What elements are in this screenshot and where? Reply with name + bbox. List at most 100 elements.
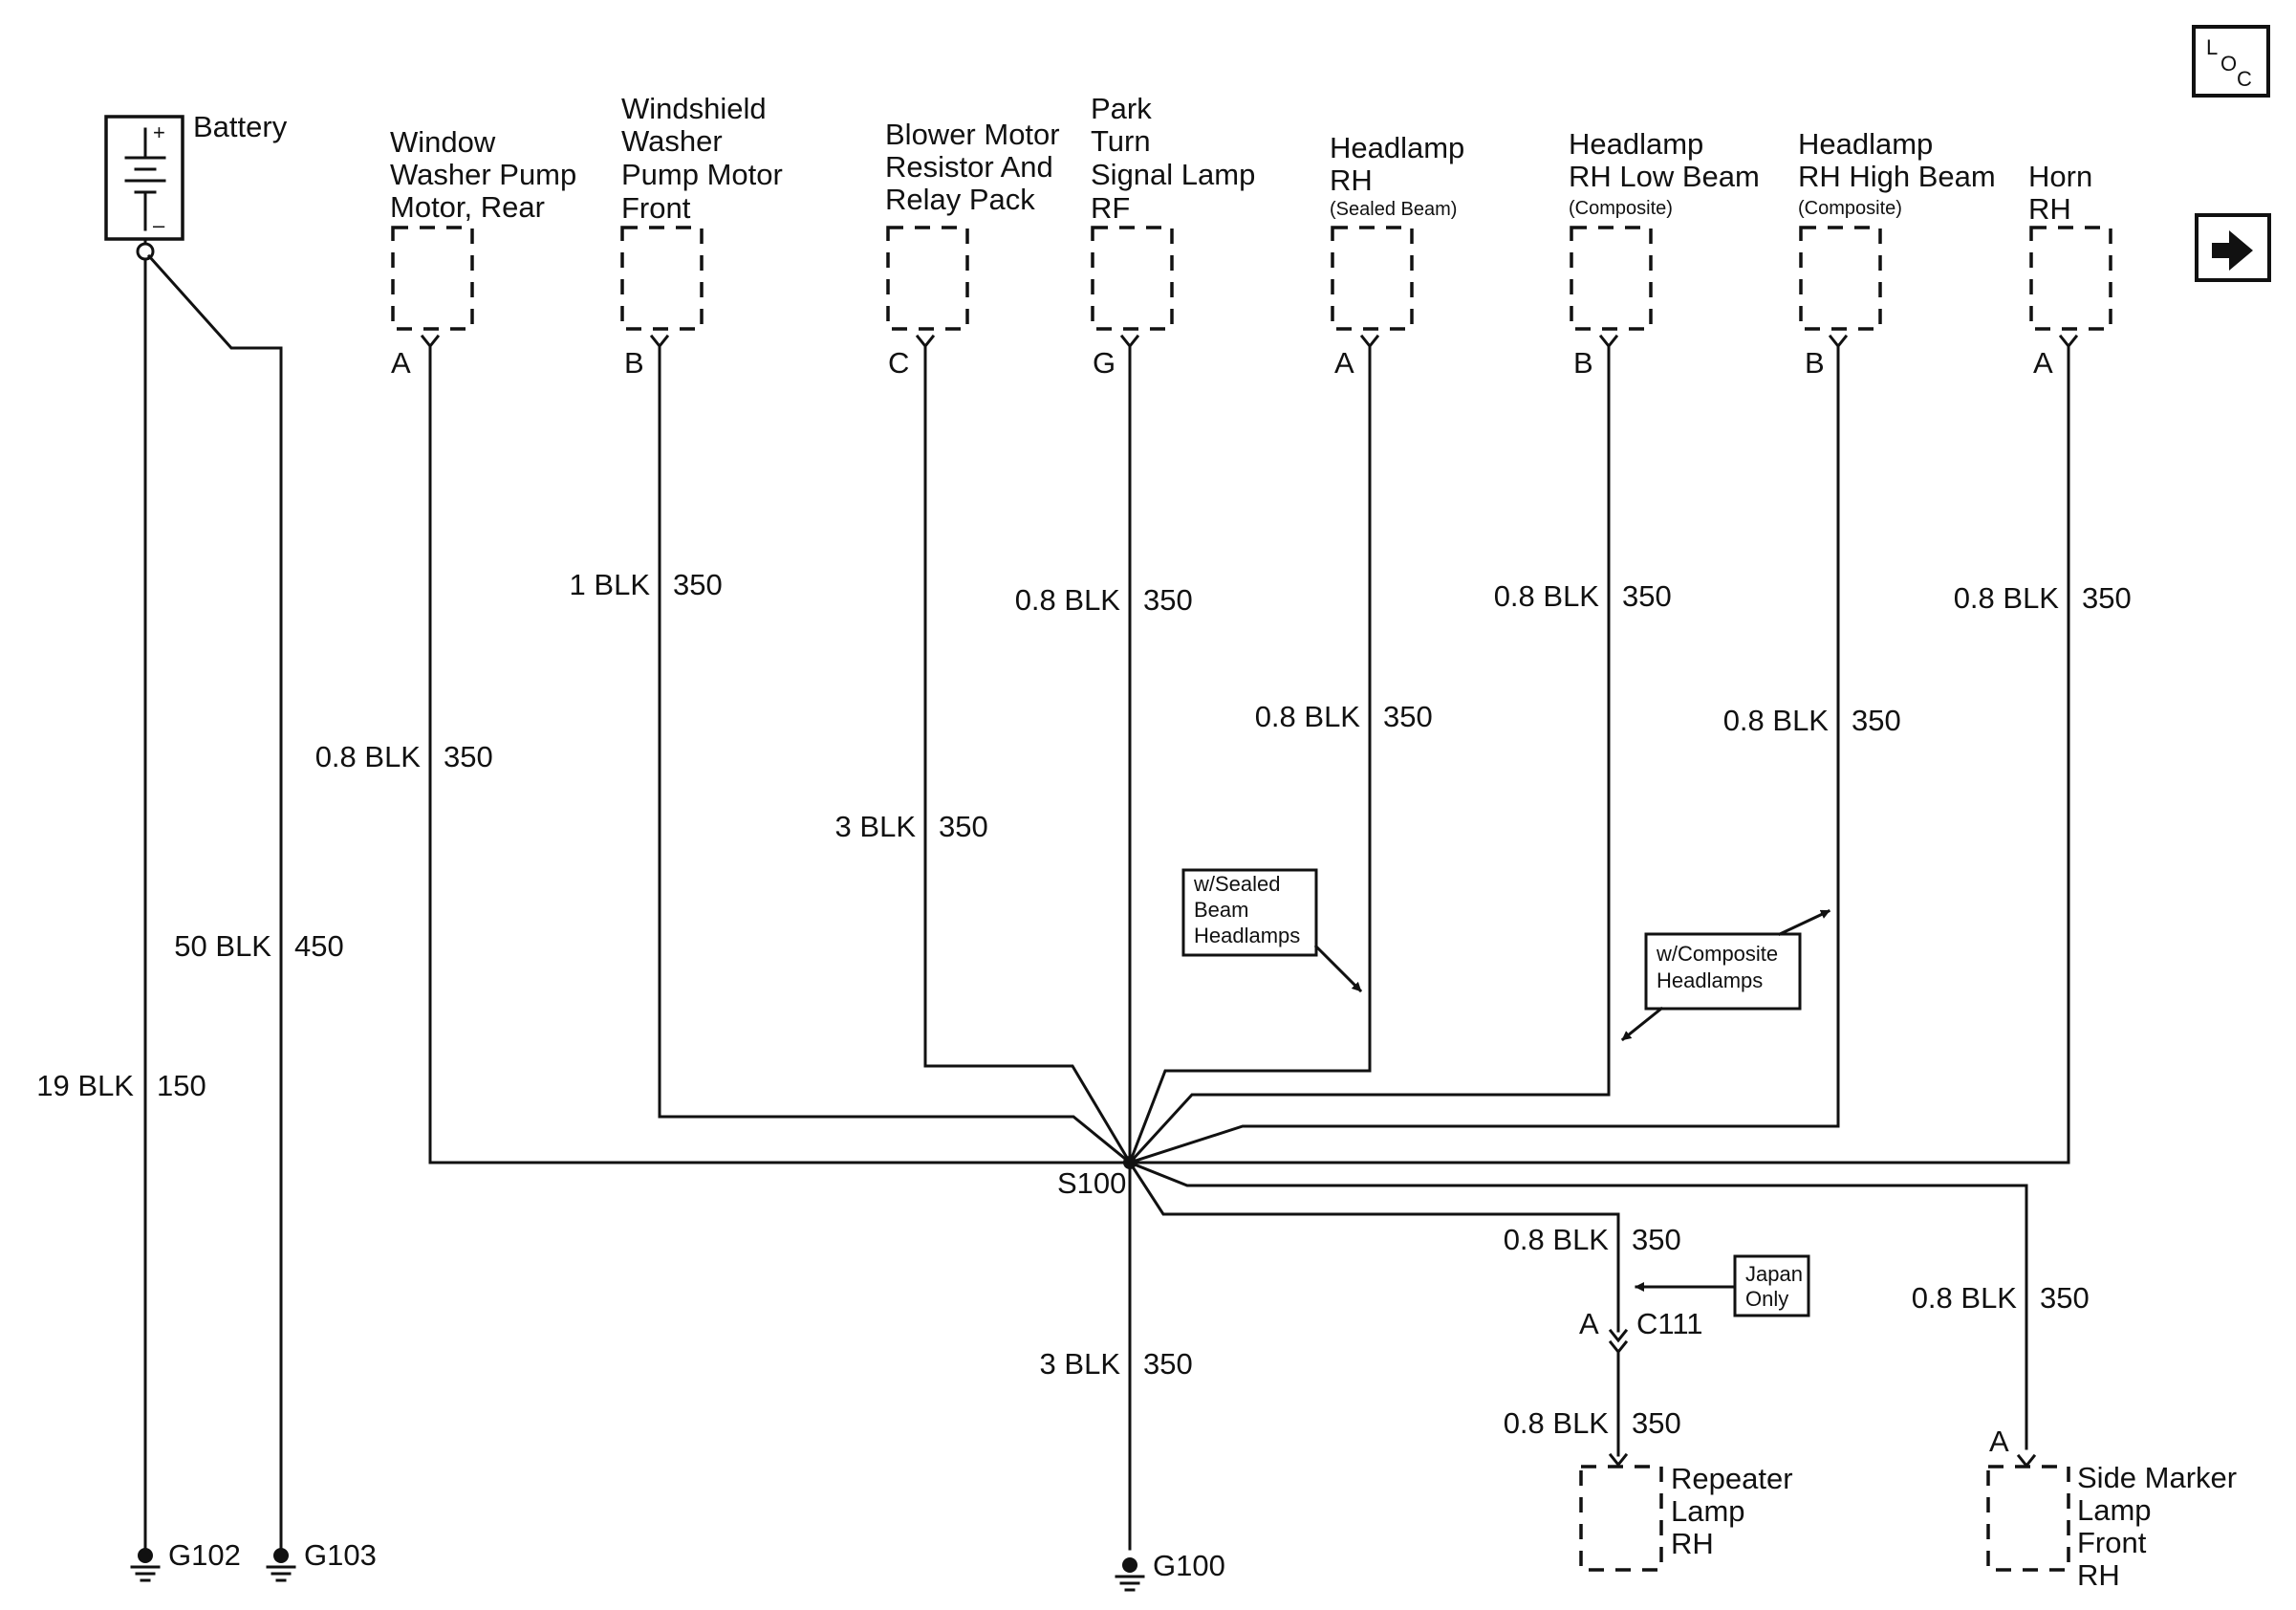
svg-text:Lamp: Lamp <box>2077 1493 2152 1527</box>
wire-window-washer <box>428 344 1132 1164</box>
label-headlamp-low: Headlamp RH Low Beam (Composite) <box>1569 127 1760 219</box>
note-sealed-beam: w/Sealed Beam Headlamps <box>1181 868 1363 993</box>
svg-text:0.8 BLK: 0.8 BLK <box>1954 581 2060 615</box>
window-washer-pump-box <box>391 226 474 331</box>
svg-text:Turn: Turn <box>1091 124 1151 158</box>
svg-text:350: 350 <box>2082 581 2132 615</box>
svg-text:C: C <box>2237 67 2252 91</box>
svg-text:350: 350 <box>1632 1406 1681 1440</box>
note-composite: w/Composite Headlamps <box>1620 909 1830 1042</box>
svg-text:G100: G100 <box>1153 1549 1225 1582</box>
svg-text:Headlamp: Headlamp <box>1330 131 1464 164</box>
wire-horn <box>1128 344 2070 1164</box>
svg-text:Only: Only <box>1745 1287 1788 1311</box>
side-marker-lamp: A Side Marker Lamp Front RH <box>1986 1425 2237 1592</box>
svg-text:0.8 BLK: 0.8 BLK <box>1504 1223 1610 1256</box>
svg-text:RH: RH <box>2028 192 2071 226</box>
svg-text:350: 350 <box>939 810 988 843</box>
svg-text:Headlamp: Headlamp <box>1798 127 1933 161</box>
svg-text:350: 350 <box>1622 579 1672 613</box>
svg-text:Front: Front <box>2077 1526 2147 1559</box>
svg-text:0.8 BLK: 0.8 BLK <box>1255 700 1361 733</box>
svg-text:C: C <box>888 346 909 380</box>
label-park-turn-lamp: Park Turn Signal Lamp RF <box>1091 92 1255 225</box>
svg-text:Park: Park <box>1091 92 1152 125</box>
splice-label: S100 <box>1057 1166 1126 1200</box>
note-japan-only: Japan Only <box>1635 1254 1810 1317</box>
wire-side-marker <box>1128 1161 2028 1450</box>
wire-blower <box>923 344 1133 1165</box>
svg-text:Beam: Beam <box>1194 898 1248 922</box>
svg-text:(Composite): (Composite) <box>1798 198 1902 219</box>
svg-text:3 BLK: 3 BLK <box>835 810 917 843</box>
svg-text:G103: G103 <box>304 1538 377 1572</box>
svg-text:350: 350 <box>2040 1281 2090 1315</box>
headlamp-high-box <box>1799 226 1882 331</box>
svg-text:RH: RH <box>2077 1558 2120 1592</box>
svg-text:0.8 BLK: 0.8 BLK <box>1912 1281 2018 1315</box>
svg-text:Repeater: Repeater <box>1671 1462 1793 1495</box>
svg-text:B: B <box>1805 346 1825 380</box>
repeater-lamp: Repeater Lamp RH <box>1579 1452 1793 1572</box>
ground-g103: G103 <box>266 1538 377 1582</box>
wire-headlamp-high <box>1128 344 1840 1164</box>
battery: + – <box>104 115 184 261</box>
svg-text:350: 350 <box>1143 583 1193 617</box>
battery-plus: + <box>153 120 165 144</box>
svg-text:Front: Front <box>621 191 691 225</box>
svg-text:Headlamp: Headlamp <box>1569 127 1703 161</box>
svg-text:Signal Lamp: Signal Lamp <box>1091 158 1255 191</box>
svg-text:B: B <box>1573 346 1593 380</box>
svg-text:Resistor And: Resistor And <box>885 150 1053 184</box>
wire-to-c111 <box>1127 1160 1620 1333</box>
svg-text:w/Sealed: w/Sealed <box>1193 872 1281 896</box>
svg-text:Window: Window <box>390 125 496 159</box>
svg-text:Washer: Washer <box>621 124 723 158</box>
svg-text:0.8 BLK: 0.8 BLK <box>315 740 422 773</box>
svg-text:B: B <box>624 346 644 380</box>
svg-text:350: 350 <box>1143 1347 1193 1381</box>
svg-text:Headlamps: Headlamps <box>1657 968 1763 992</box>
svg-text:Windshield: Windshield <box>621 92 767 125</box>
svg-text:RH High Beam: RH High Beam <box>1798 160 1996 193</box>
wire-headlamp-sealed <box>1128 344 1372 1164</box>
svg-text:350: 350 <box>673 568 723 601</box>
svg-text:A: A <box>1989 1425 2009 1458</box>
svg-text:RH: RH <box>1330 163 1373 197</box>
wire-labels: 19 BLK 150 50 BLK 450 0.8 BLK 350 1 BLK … <box>36 568 2131 1440</box>
svg-text:Headlamps: Headlamps <box>1194 924 1300 947</box>
windshield-washer-pump-box <box>620 226 704 331</box>
splice-s100-dot <box>1123 1156 1137 1169</box>
svg-text:A: A <box>1334 346 1354 380</box>
svg-text:350: 350 <box>1852 704 1901 737</box>
svg-text:C111: C111 <box>1636 1307 1703 1340</box>
ground-g102: G102 <box>130 1538 241 1582</box>
svg-text:Washer Pump: Washer Pump <box>390 158 576 191</box>
connector-c111: A C111 <box>1579 1307 1703 1457</box>
svg-text:w/Composite: w/Composite <box>1656 942 1778 966</box>
horn-box <box>2029 226 2112 331</box>
svg-text:0.8 BLK: 0.8 BLK <box>1723 704 1830 737</box>
svg-text:Lamp: Lamp <box>1671 1494 1745 1528</box>
label-windshield-washer-pump: Windshield Washer Pump Motor Front <box>621 92 783 225</box>
svg-text:(Composite): (Composite) <box>1569 198 1673 219</box>
svg-text:A: A <box>2033 346 2053 380</box>
headlamp-sealed-box <box>1331 226 1414 331</box>
right-arrow-icon[interactable] <box>2195 213 2271 282</box>
svg-text:L: L <box>2206 35 2218 59</box>
park-turn-lamp-box <box>1091 226 1174 331</box>
svg-text:Motor, Rear: Motor, Rear <box>390 190 545 224</box>
svg-text:0.8 BLK: 0.8 BLK <box>1494 579 1600 613</box>
pin-letters: A B C G A B B A <box>391 346 2053 380</box>
svg-text:G: G <box>1093 346 1116 380</box>
svg-text:350: 350 <box>1383 700 1433 733</box>
label-window-washer-pump: Window Washer Pump Motor, Rear <box>390 125 576 224</box>
ground-g100: G100 <box>1115 1549 1225 1592</box>
wire-headlamp-low <box>1127 344 1611 1165</box>
svg-text:A: A <box>1579 1307 1599 1340</box>
svg-text:Side Marker: Side Marker <box>2077 1461 2237 1494</box>
loc-icon[interactable]: L O C <box>2192 25 2270 98</box>
label-headlamp-high: Headlamp RH High Beam (Composite) <box>1798 127 1996 219</box>
svg-text:0.8 BLK: 0.8 BLK <box>1015 583 1121 617</box>
